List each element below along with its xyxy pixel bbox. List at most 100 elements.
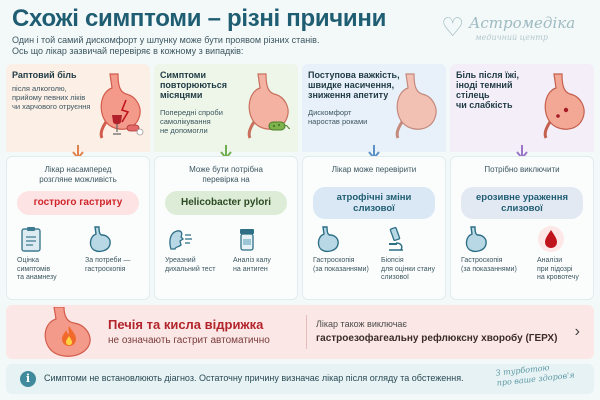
desc-line: Дискомфорт	[308, 108, 352, 117]
symptom-panel: Поступова важкість, швидке насичення, зн…	[302, 64, 446, 160]
symptom-title: Біль після їжі, іноді темний стілець чи …	[456, 70, 548, 110]
diagnosis-badge: ерозивне ураження слизової	[461, 187, 583, 219]
diagnosis-badge: Helicobacter pylori	[165, 191, 287, 215]
method-label: та анамнезу	[17, 274, 57, 281]
method-item: Аналіз калу на антиген	[233, 225, 297, 274]
symptom-title: Поступова важкість, швидке насичення, зн…	[308, 70, 400, 100]
header: Схожі симптоми – різні причини Один і то…	[12, 4, 432, 57]
test-jar-icon	[240, 229, 254, 251]
check-panel: Лікар може перевірити атрофічні зміни сл…	[302, 156, 446, 300]
gerd-banner[interactable]: Печія та кисла відрижка не означають гас…	[6, 305, 594, 359]
stomach-icon	[247, 73, 289, 139]
stomach-icon	[99, 73, 141, 139]
stomach-icon	[317, 226, 339, 253]
method-label: гастроскопія	[85, 265, 126, 273]
pills-icon	[126, 124, 144, 136]
symptom-panel: Раптовий біль після алкоголю, прийому пе…	[6, 64, 150, 160]
bacteria-icon	[268, 121, 290, 131]
method-label: Аналіз калу	[233, 257, 271, 264]
symptom-title-line: місяцями	[160, 90, 203, 100]
column-acute-gastritis: Раптовий біль після алкоголю, прийому пе…	[6, 64, 150, 300]
symptom-description: Попередні спроби самолікування не допомо…	[160, 108, 246, 135]
desc-line: чи харчового отруєння	[12, 102, 91, 111]
method-item: Гастроскопія (за показаннями)	[313, 225, 377, 274]
stomach-icon	[465, 226, 487, 253]
symptom-title: Симптоми повторюються місяцями	[160, 70, 252, 100]
method-label: Гастроскопія	[461, 257, 503, 264]
blood-drop-icon	[538, 226, 564, 252]
method-label: симптомів	[17, 265, 51, 273]
clinic-logo[interactable]: ♡ Астромедіка медичний центр	[441, 10, 586, 50]
symptom-title-line: чи слабкість	[456, 100, 513, 110]
method-label: Уреазний	[165, 257, 196, 264]
stomach-icon	[395, 73, 437, 139]
method-item: Біопсія для оцінки стану слизової	[381, 225, 445, 283]
check-line: перевірка на	[202, 175, 250, 184]
check-panel: Може бути потрібна перевірка на Helicoba…	[154, 156, 298, 300]
method-item: За потреби — гастроскопія	[85, 225, 149, 274]
symptom-title: Раптовий біль	[12, 70, 104, 80]
check-text: Потрібно виключити	[484, 165, 560, 174]
column-helicobacter: Симптоми повторюються місяцями Попередні…	[154, 64, 298, 300]
wine-glass-icon	[112, 115, 122, 135]
divider	[306, 315, 307, 349]
diagnosis-badge: атрофічні зміни слизової	[313, 187, 435, 219]
chevron-right-icon[interactable]: ›	[574, 323, 580, 340]
check-text: Може бути потрібна перевірка на	[155, 165, 297, 185]
banner-gerd: гастроезофагеальну рефлюксну хворобу (ГЕ…	[316, 333, 558, 344]
check-text: Лікар може перевірити	[331, 165, 417, 174]
method-label: (за показаннями)	[461, 265, 517, 273]
symptom-title-line: Поступова важкість,	[308, 70, 400, 80]
desc-line: прийому певних ліків	[12, 93, 86, 102]
method-label: Біопсія	[381, 257, 404, 264]
method-item: Аналізи при підозрі на кровотечу	[537, 225, 594, 283]
method-label: слизової	[381, 274, 409, 281]
symptom-title-line: повторюються	[160, 80, 227, 90]
symptom-title-line: Біль після їжі,	[456, 70, 520, 80]
fire-icon	[62, 326, 76, 346]
method-label: для оцінки стану	[381, 265, 436, 273]
logo-subtitle: медичний центр	[475, 33, 548, 42]
check-text: Лікар насамперед розгляне можливість	[7, 165, 149, 185]
method-item: Уреазний дихальний тест	[165, 225, 229, 274]
breath-icon	[169, 230, 192, 250]
banner-subtitle: не означають гастрит автоматично	[108, 335, 270, 346]
method-label: на антиген	[233, 265, 268, 273]
desc-line: не допомогли	[160, 126, 208, 135]
check-panel: Потрібно виключити ерозивне ураження сли…	[450, 156, 594, 300]
method-label: Аналізи	[537, 257, 563, 264]
banner-title: Печія та кисла відрижка	[108, 317, 264, 332]
method-label: (за показаннями)	[313, 265, 369, 273]
diagnosis-line: ерозивне ураження	[476, 192, 568, 203]
desc-line: самолікування	[160, 117, 211, 126]
symptom-title-line: Симптоми	[160, 70, 206, 80]
method-label: при підозрі	[537, 265, 573, 273]
diagnosis-line: атрофічні зміни	[336, 192, 412, 203]
symptom-panel: Симптоми повторюються місяцями Попередні…	[154, 64, 298, 160]
method-label: на кровотечу	[537, 274, 579, 281]
disclaimer-text: Симптоми не встановлюють діагноз. Остато…	[44, 373, 464, 383]
diagnosis-line: слизової	[353, 203, 395, 214]
method-label: дихальний тест	[165, 265, 216, 273]
microscope-icon	[389, 226, 403, 251]
stomach-icon	[44, 307, 91, 357]
page-subtitle: Один і той самий дискомфорт у шлунку мож…	[12, 35, 432, 57]
check-line: Може бути потрібна	[189, 165, 263, 174]
symptom-title-line: швидке насичення,	[308, 80, 395, 90]
symptom-title-line: Раптовий біль	[12, 70, 77, 80]
page-title: Схожі симптоми – різні причини	[12, 5, 387, 32]
stomach-icon	[543, 73, 585, 139]
column-atrophic: Поступова важкість, швидке насичення, зн…	[302, 64, 446, 300]
stomach-icon	[89, 226, 111, 253]
diagnosis-badge: гострого гастриту	[17, 191, 139, 215]
symptom-description: після алкоголю, прийому певних ліків чи …	[12, 84, 98, 111]
heart-icon: ♡	[441, 12, 465, 42]
clipboard-icon	[21, 227, 41, 252]
desc-line: після алкоголю,	[12, 84, 67, 93]
check-panel: Лікар насамперед розгляне можливість гос…	[6, 156, 150, 300]
symptom-description: Дискомфорт наростав роками	[308, 108, 394, 126]
symptom-title-line: іноді темний стілець	[456, 80, 513, 100]
info-icon: i	[20, 371, 36, 387]
column-erosive: Біль після їжі, іноді темний стілець чи …	[450, 64, 594, 300]
method-label: Оцінка	[17, 257, 39, 264]
